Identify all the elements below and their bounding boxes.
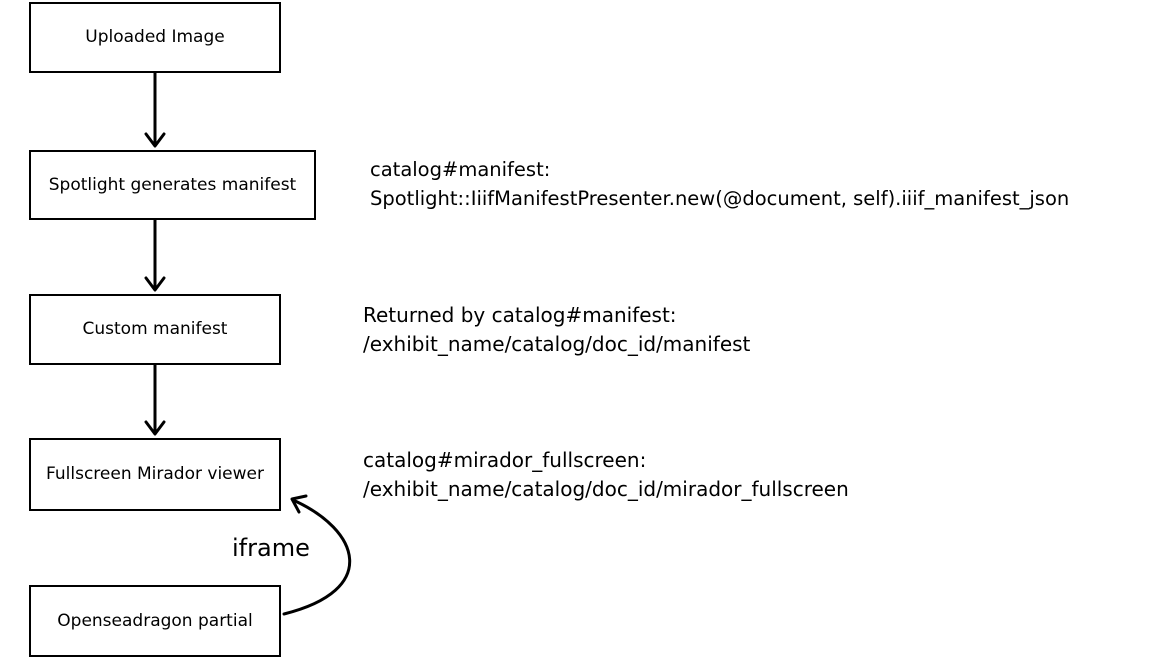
note-catalog-manifest: catalog#manifest: Spotlight::IiifManifes…	[370, 155, 1069, 213]
edge-label-iframe: iframe	[232, 534, 310, 562]
node-spotlight-generates-manifest: Spotlight generates manifest	[29, 150, 316, 220]
note-line: /exhibit_name/catalog/doc_id/manifest	[363, 332, 751, 356]
node-label: Custom manifest	[82, 319, 228, 340]
note-line: Returned by catalog#manifest:	[363, 303, 677, 327]
note-line: /exhibit_name/catalog/doc_id/mirador_ful…	[363, 477, 849, 501]
note-returned-by-manifest: Returned by catalog#manifest: /exhibit_n…	[363, 301, 750, 359]
node-label: Openseadragon partial	[57, 610, 253, 631]
note-line: catalog#mirador_fullscreen:	[363, 448, 647, 472]
node-label: Fullscreen Mirador viewer	[46, 464, 264, 485]
arrow-custom-to-mirador	[144, 365, 166, 436]
arrow-openseadragon-to-mirador	[282, 494, 352, 616]
node-label: Spotlight generates manifest	[48, 174, 297, 195]
arrow-spotlight-to-custom	[144, 220, 166, 292]
node-openseadragon-partial: Openseadragon partial	[29, 585, 281, 657]
node-fullscreen-mirador-viewer: Fullscreen Mirador viewer	[29, 438, 281, 511]
note-line: Spotlight::IiifManifestPresenter.new(@do…	[370, 187, 1070, 210]
node-uploaded-image: Uploaded Image	[29, 2, 281, 73]
note-mirador-fullscreen: catalog#mirador_fullscreen: /exhibit_nam…	[363, 446, 849, 504]
node-custom-manifest: Custom manifest	[29, 294, 281, 365]
node-label: Uploaded Image	[85, 27, 225, 48]
note-line: catalog#manifest:	[370, 158, 551, 181]
arrow-uploaded-to-spotlight	[144, 73, 166, 148]
